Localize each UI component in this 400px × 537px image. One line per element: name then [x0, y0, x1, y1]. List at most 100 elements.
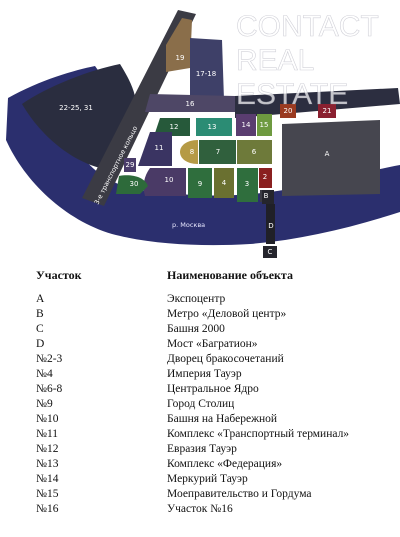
lot-30-block[interactable]: [116, 175, 148, 194]
legend-header-name: Наименование объекта: [167, 268, 293, 282]
legend-row: A Экспоцентр: [0, 293, 400, 308]
district-map: 22-25, 31 19 17-18 16 12 13 14 15 11 8 7…: [0, 0, 400, 262]
legend-row: №14 Меркурий Тауэр: [0, 473, 400, 488]
lot-3-block[interactable]: [237, 168, 258, 202]
lot-14-block[interactable]: [236, 114, 256, 136]
upper-dark-band: [235, 88, 400, 118]
river-label: р. Москва: [172, 221, 205, 229]
legend-row: C Башня 2000: [0, 323, 400, 338]
lot-b-block[interactable]: [262, 190, 274, 204]
legend-row: №10 Башня на Набережной: [0, 413, 400, 428]
legend-name: Комплекс «Транспортный терминал»: [167, 428, 350, 440]
watermark-line-3: ESTATE: [236, 78, 348, 111]
lot-21-label: 21: [323, 107, 332, 115]
legend-row: №4 Империя Тауэр: [0, 368, 400, 383]
lot-13-block[interactable]: [196, 118, 232, 136]
lot-c-block[interactable]: [263, 246, 277, 258]
lot-12-label: 12: [170, 123, 179, 131]
watermark-line-2: REAL: [236, 44, 314, 77]
legend-name: Меркурий Тауэр: [167, 473, 248, 485]
legend-row: №11 Комплекс «Транспортный терминал»: [0, 428, 400, 443]
lot-6-block[interactable]: [237, 140, 272, 164]
legend-name: Центральное Ядро: [167, 383, 259, 395]
legend-name: Метро «Деловой центр»: [167, 308, 287, 320]
lot-14-label: 14: [242, 121, 251, 129]
legend-row: №6-8 Центральное Ядро: [0, 383, 400, 398]
legend-header-code: Участок: [36, 268, 82, 282]
lot-a-block[interactable]: [282, 120, 380, 196]
lot-c-label: C: [268, 248, 273, 256]
lot-4-label: 4: [222, 179, 227, 187]
legend-code: A: [36, 293, 45, 305]
lot-9-label: 9: [198, 180, 202, 188]
legend-code: №13: [36, 458, 59, 470]
lot-10-block[interactable]: [143, 168, 186, 196]
legend-code: C: [36, 323, 44, 335]
lot-11-block[interactable]: [138, 132, 172, 166]
legend-code: №4: [36, 368, 53, 380]
lot-d-label: D: [268, 222, 273, 230]
lot-17-18-label: 17-18: [196, 70, 216, 78]
legend-name: Участок №16: [167, 503, 233, 515]
legend-code: D: [36, 338, 45, 350]
legend-row: №9 Город Столиц: [0, 398, 400, 413]
lot-11-label: 11: [155, 144, 164, 152]
lot-16-label: 16: [186, 100, 195, 108]
lot-19-label: 19: [176, 54, 185, 62]
lot-29-block[interactable]: [124, 158, 136, 172]
legend-code: №6-8: [36, 383, 63, 395]
legend-name: Моеправительство и Гордума: [167, 488, 312, 500]
lot-21-block[interactable]: [318, 104, 336, 118]
legend-row: №12 Евразия Тауэр: [0, 443, 400, 458]
legend-code: №11: [36, 428, 59, 440]
legend-name: Евразия Тауэр: [167, 443, 237, 455]
lot-19-block[interactable]: [166, 18, 192, 72]
lot-a-label: A: [325, 150, 330, 158]
lot-15-label: 15: [260, 121, 269, 129]
watermark-line-1: CONTACT: [236, 10, 379, 43]
legend-name: Башня на Набережной: [167, 413, 278, 425]
legend-code: №14: [36, 473, 59, 485]
legend-name: Башня 2000: [167, 323, 225, 335]
legend-name: Комплекс «Федерация»: [167, 458, 283, 470]
legend-name: Дворец бракосочетаний: [167, 353, 284, 365]
lot-7-block[interactable]: [199, 140, 236, 164]
lot-17-18-block[interactable]: [190, 38, 224, 100]
lot-29-label: 29: [126, 161, 135, 169]
legend-name: Империя Тауэр: [167, 368, 242, 380]
lot-10-label: 10: [165, 176, 174, 184]
legend-name: Экспоцентр: [167, 293, 226, 305]
legend-row: №2-3 Дворец бракосочетаний: [0, 353, 400, 368]
lot-3-label: 3: [245, 180, 249, 188]
lot-22-block[interactable]: [22, 64, 137, 168]
lot-9-block[interactable]: [188, 168, 212, 198]
lot-22-label: 22-25, 31: [59, 104, 93, 112]
bridge-d[interactable]: [266, 204, 275, 244]
legend-row: №15 Моеправительство и Гордума: [0, 488, 400, 503]
legend-row: №16 Участок №16: [0, 503, 400, 518]
legend-code: №12: [36, 443, 59, 455]
legend-code: №2-3: [36, 353, 63, 365]
lot-16-block[interactable]: [145, 94, 235, 112]
lot-7-label: 7: [216, 148, 220, 156]
lot-30-label: 30: [130, 180, 139, 188]
lot-b-label: B: [264, 192, 269, 200]
legend-code: №10: [36, 413, 59, 425]
lot-8-block[interactable]: [180, 140, 198, 164]
lot-2-label: 2: [263, 173, 267, 181]
legend-code: №15: [36, 488, 59, 500]
lot-2-block[interactable]: [259, 168, 272, 188]
lot-13-label: 13: [208, 123, 217, 131]
lot-4-block[interactable]: [214, 168, 234, 198]
lot-8-label: 8: [190, 148, 194, 156]
lot-15-block[interactable]: [257, 114, 272, 136]
legend-code: №16: [36, 503, 59, 515]
lot-12-block[interactable]: [154, 118, 190, 136]
legend-row: B Метро «Деловой центр»: [0, 308, 400, 323]
lot-6-label: 6: [252, 148, 257, 156]
legend-row: D Мост «Багратион»: [0, 338, 400, 353]
legend-row: №13 Комплекс «Федерация»: [0, 458, 400, 473]
lot-20-block[interactable]: [280, 104, 296, 118]
legend-name: Мост «Багратион»: [167, 338, 258, 350]
legend-name: Город Столиц: [167, 398, 235, 410]
